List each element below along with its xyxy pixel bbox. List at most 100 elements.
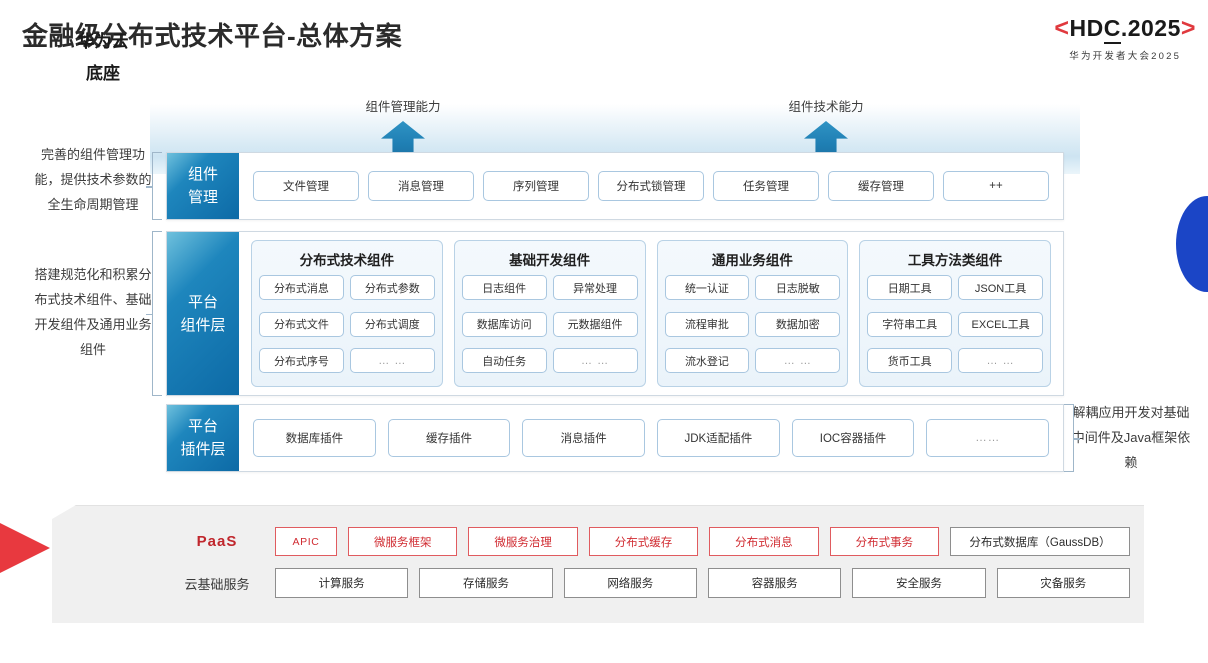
group-grid: 统一认证 日志脱敏 流程审批 数据加密 流水登记 … …	[664, 275, 841, 380]
paas-chip-distributed-message[interactable]: 分布式消息	[709, 527, 819, 556]
cloud-base-title-line2: 底座	[86, 64, 120, 83]
chip-more[interactable]: ++	[943, 171, 1049, 201]
chip-message-management[interactable]: 消息管理	[368, 171, 474, 201]
chip-item[interactable]: 异常处理	[552, 275, 638, 300]
cloud-base-title: 华为云 底座	[58, 26, 148, 90]
chip-item[interactable]: 日志脱敏	[755, 275, 841, 300]
paas-chip-distributed-cache[interactable]: 分布式缓存	[588, 527, 699, 556]
layer-tag-platform-component: 平台 组件层	[167, 232, 239, 395]
chip-item-more[interactable]: … …	[958, 348, 1043, 374]
chip-sequence-management[interactable]: 序列管理	[483, 171, 589, 201]
group-general-business-components: 通用业务组件 统一认证 日志脱敏 流程审批 数据加密 流水登记 … …	[656, 240, 849, 387]
annotation-left-management: 完善的组件管理功能，提供技术参数的全生命周期管理	[34, 147, 152, 212]
layer-tag-line1: 组件	[187, 166, 218, 183]
chip-task-management[interactable]: 任务管理	[713, 171, 819, 201]
brace-plugin-layer	[1064, 404, 1080, 472]
cloud-base-title-line1: 华为云	[77, 32, 129, 51]
group-grid: 日志组件 异常处理 数据库访问 元数据组件 自动任务 … …	[461, 275, 638, 380]
brace-component-layer	[146, 231, 162, 396]
hdc-text-before: HD	[1069, 15, 1104, 41]
chip-jdk-adapter-plugin[interactable]: JDK适配插件	[657, 419, 780, 457]
cloud-infra-label: 云基础服务	[184, 576, 250, 592]
layer-tag-platform-plugin: 平台 插件层	[167, 405, 239, 471]
iaas-chip-storage[interactable]: 存储服务	[419, 568, 553, 598]
chip-item[interactable]: 分布式参数	[349, 275, 435, 300]
chip-item[interactable]: 分布式调度	[349, 311, 435, 337]
arrow-label-management: 组件管理能力	[365, 100, 441, 114]
bracket-right-icon: >	[1180, 14, 1196, 42]
group-distributed-tech-components: 分布式技术组件 分布式消息 分布式参数 分布式文件 分布式调度 分布式序号 … …	[251, 240, 443, 387]
chip-item[interactable]: EXCEL工具	[958, 311, 1043, 337]
paas-row: PaaS APIC 微服务框架 微服务治理 分布式缓存 分布式消息 分布式事务 …	[170, 527, 1131, 556]
annotation-left-components: 搭建规范化和积累分布式技术组件、基础开发组件及通用业务组件	[34, 267, 152, 357]
hdc-text-underlined: C	[1103, 15, 1121, 44]
bracket-left-icon: <	[1054, 14, 1070, 42]
group-title: 基础开发组件	[509, 253, 591, 268]
group-grid: 分布式消息 分布式参数 分布式文件 分布式调度 分布式序号 … …	[259, 275, 435, 380]
paas-label: PaaS	[196, 533, 238, 550]
chip-item[interactable]: 分布式序号	[259, 348, 344, 374]
chip-item[interactable]: 数据库访问	[461, 311, 547, 337]
group-tool-method-components: 工具方法类组件 日期工具 JSON工具 字符串工具 EXCEL工具 货币工具 ……	[859, 240, 1051, 387]
chip-item[interactable]: 统一认证	[664, 275, 750, 300]
cloud-infra-row: 云基础服务 计算服务 存储服务 网络服务 容器服务 安全服务 灾备服务	[170, 568, 1130, 598]
paas-chip-microservice-governance[interactable]: 微服务治理	[468, 527, 578, 556]
layer-body-platform-plugin: 数据库插件 缓存插件 消息插件 JDK适配插件 IOC容器插件 ……	[239, 405, 1063, 471]
chip-item[interactable]: 流水登记	[664, 348, 750, 374]
group-title: 分布式技术组件	[299, 253, 395, 268]
group-basic-development-components: 基础开发组件 日志组件 异常处理 数据库访问 元数据组件 自动任务 … …	[453, 240, 646, 387]
paas-chip-distributed-database[interactable]: 分布式数据库（GaussDB）	[950, 527, 1131, 556]
chip-cache-plugin[interactable]: 缓存插件	[387, 419, 511, 457]
layer-component-management: 组件 管理 文件管理 消息管理 序列管理 分布式锁管理 任务管理 缓存管理 ++	[166, 152, 1064, 220]
hdc-logo: <HDC.2025> 华为开发者大会2025	[1054, 14, 1196, 62]
huawei-cloud-base-panel	[52, 505, 1144, 623]
hdc-text-after: .2025	[1120, 15, 1181, 41]
chip-item-more[interactable]: … …	[552, 348, 638, 374]
iaas-chip-container[interactable]: 容器服务	[707, 568, 842, 598]
chip-file-management[interactable]: 文件管理	[253, 171, 359, 201]
iaas-chip-security[interactable]: 安全服务	[852, 568, 986, 598]
chip-item[interactable]: 流程审批	[664, 311, 750, 337]
chip-message-plugin[interactable]: 消息插件	[522, 419, 646, 457]
iaas-chip-disaster-recovery[interactable]: 灾备服务	[996, 568, 1130, 598]
chip-item[interactable]: 字符串工具	[867, 311, 953, 337]
blue-lens-decoration	[1176, 196, 1208, 292]
chip-item[interactable]: 元数据组件	[552, 311, 638, 337]
chip-distributed-lock-management[interactable]: 分布式锁管理	[598, 171, 704, 201]
hdc-logo-main: <HDC.2025>	[1054, 14, 1196, 44]
iaas-chip-compute[interactable]: 计算服务	[275, 568, 409, 598]
annotation-right-plugin: 解耦应用开发对基础中间件及Java框架依赖	[1071, 405, 1191, 470]
chip-item[interactable]: 自动任务	[461, 348, 547, 374]
group-title: 通用业务组件	[711, 253, 793, 268]
group-grid: 日期工具 JSON工具 字符串工具 EXCEL工具 货币工具 … …	[867, 275, 1043, 380]
chip-item[interactable]: 日期工具	[867, 275, 953, 300]
paas-chip-microservice-framework[interactable]: 微服务框架	[348, 527, 458, 556]
arrow-label-technology: 组件技术能力	[788, 100, 864, 114]
paas-chip-distributed-transaction[interactable]: 分布式事务	[829, 527, 940, 556]
layer-tag-line2: 插件层	[180, 441, 226, 458]
hdc-logo-subtitle: 华为开发者大会2025	[1069, 51, 1182, 62]
chip-item[interactable]: 数据加密	[755, 311, 841, 337]
chip-item[interactable]: JSON工具	[958, 275, 1043, 300]
chip-item[interactable]: 货币工具	[867, 348, 953, 374]
layer-body-component-management: 文件管理 消息管理 序列管理 分布式锁管理 任务管理 缓存管理 ++	[239, 153, 1063, 219]
brace-management	[146, 152, 162, 220]
chip-item[interactable]: 分布式文件	[259, 311, 344, 337]
layer-tag-component-management: 组件 管理	[167, 153, 239, 219]
chip-ioc-container-plugin[interactable]: IOC容器插件	[791, 419, 915, 457]
layer-tag-line1: 平台	[187, 293, 218, 311]
chip-item[interactable]: 日志组件	[461, 275, 547, 300]
chip-item-more[interactable]: … …	[349, 348, 435, 374]
layer-platform-component: 平台 组件层 分布式技术组件 分布式消息 分布式参数 分布式文件 分布式调度 分…	[166, 231, 1064, 396]
page-title: 金融级分布式技术平台-总体方案	[22, 21, 403, 51]
iaas-chip-network[interactable]: 网络服务	[563, 568, 697, 598]
layer-body-platform-component: 分布式技术组件 分布式消息 分布式参数 分布式文件 分布式调度 分布式序号 … …	[239, 232, 1063, 395]
chip-plugin-more[interactable]: ……	[926, 419, 1050, 457]
layer-tag-line2: 管理	[187, 189, 218, 206]
layer-platform-plugin: 平台 插件层 数据库插件 缓存插件 消息插件 JDK适配插件 IOC容器插件 ……	[166, 404, 1064, 472]
chip-item[interactable]: 分布式消息	[259, 275, 344, 300]
chip-item-more[interactable]: … …	[755, 348, 841, 374]
paas-chip-apic[interactable]: APIC	[275, 527, 337, 556]
chip-database-plugin[interactable]: 数据库插件	[253, 419, 376, 457]
chip-cache-management[interactable]: 缓存管理	[828, 171, 934, 201]
